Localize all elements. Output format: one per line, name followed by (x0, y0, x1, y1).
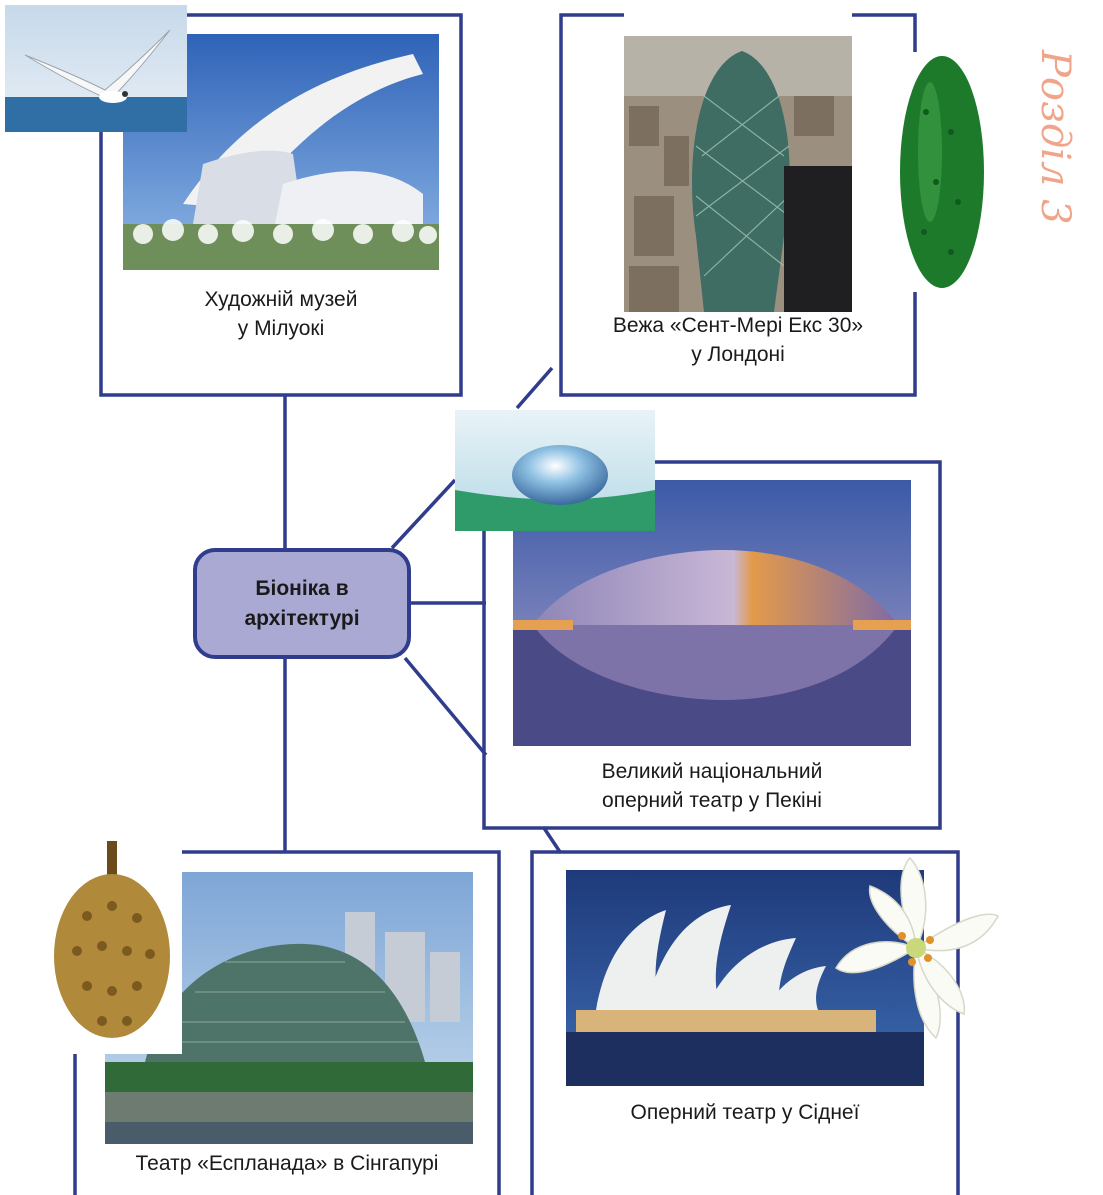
caption-milwaukee: Художній музей у Мілуокі (204, 288, 358, 340)
caption-london: Вежа «Сент-Мері Екс 30» у Лондоні (612, 314, 864, 366)
chapter-label: Розділ 3 (1032, 49, 1078, 225)
svg-text:Розділ 3: Розділ 3 (1032, 49, 1078, 225)
caption-beijing: Великий національний оперний театр у Пек… (601, 760, 823, 812)
caption-sydney: Оперний театр у Сіднеї (630, 1101, 860, 1124)
card-sydney: Оперний театр у Сіднеї (534, 854, 956, 1195)
card-london: Вежа «Сент-Мері Екс 30» у Лондоні (563, 17, 913, 393)
cucumber-photo (896, 52, 988, 292)
center-line-1: Біоніка в (255, 576, 349, 600)
london-tower-photo (624, 36, 852, 312)
water-drop-photo (455, 410, 655, 531)
durian-photo (42, 826, 182, 1054)
center-line-2: архітектурі (244, 606, 360, 630)
seagull-photo (5, 5, 187, 132)
sydney-opera-photo (566, 870, 924, 1086)
lily-photo (832, 856, 1000, 1040)
center-node: Біоніка в архітектурі (193, 548, 411, 659)
caption-singapore: Театр «Еспланада» в Сінгапурі (135, 1152, 439, 1175)
